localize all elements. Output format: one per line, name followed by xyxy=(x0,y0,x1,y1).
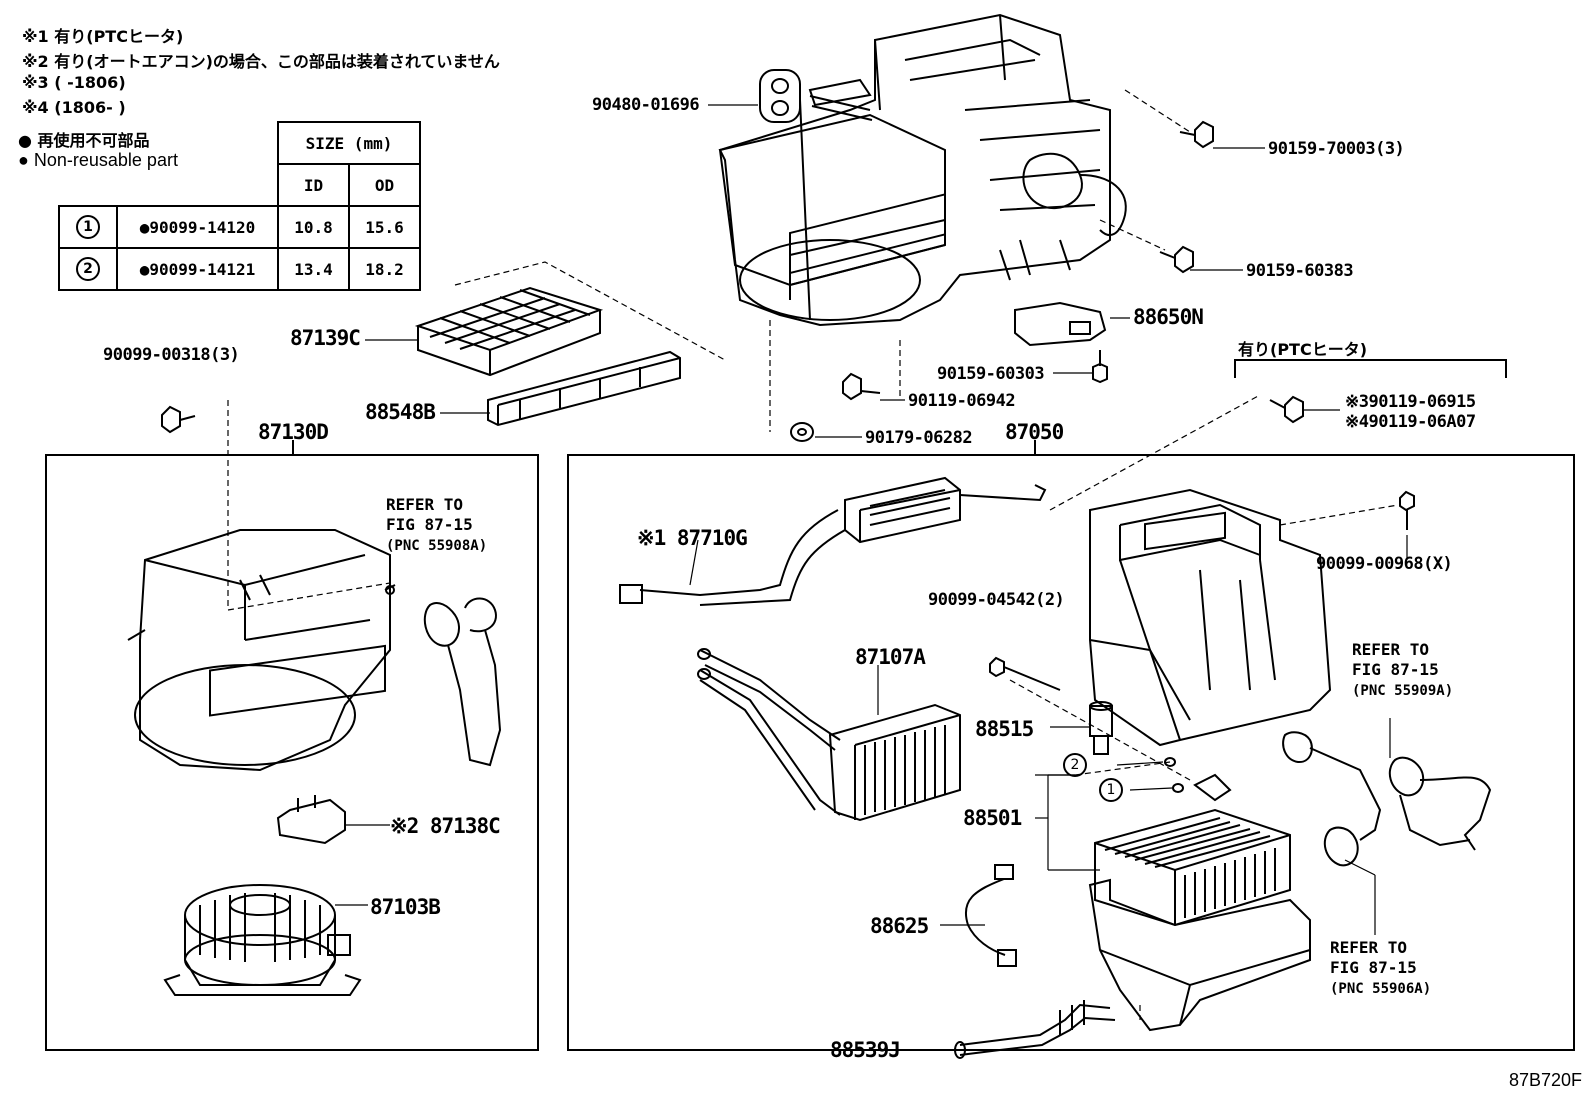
outer-diameter: 18.2 xyxy=(348,247,421,291)
refer-line: REFER TO xyxy=(1352,640,1430,659)
refer-pnc: (PNC 55909A) xyxy=(1352,683,1454,699)
table-row: 2 ●90099-14121 13.4 18.2 xyxy=(58,247,421,291)
blower-case-87130D xyxy=(127,529,396,772)
label-87138C[interactable]: ※2 87138C xyxy=(390,814,501,838)
note-3: ※3 ( -1806) xyxy=(22,73,126,92)
expansion-valve-88515 xyxy=(1089,701,1113,755)
label-90159-60383[interactable]: 90159-60383 xyxy=(1246,261,1354,281)
label-88650N[interactable]: 88650N xyxy=(1133,305,1204,329)
size-header: SIZE (mm) xyxy=(277,121,421,165)
label-87050[interactable]: 87050 xyxy=(1005,420,1064,444)
label-87103B[interactable]: 87103B xyxy=(370,895,441,919)
note-non-reusable-en: ● Non-reusable part xyxy=(18,150,178,170)
ptc-heater-87710G xyxy=(619,476,1047,606)
refer-line: FIG 87-15 xyxy=(1352,660,1439,679)
refer-line: REFER TO xyxy=(1330,938,1408,957)
heater-core-87107A xyxy=(697,648,961,822)
label-87130D[interactable]: 87130D xyxy=(258,420,329,444)
inner-diameter: 13.4 xyxy=(277,247,350,291)
outer-diameter: 15.6 xyxy=(348,205,421,249)
blower-motor-87103B xyxy=(163,884,362,996)
label-90179-06282[interactable]: 90179-06282 xyxy=(865,428,973,448)
note-non-reusable-jp: ● 再使用不可部品 xyxy=(18,131,150,150)
label-90099-00968[interactable]: 90099-00968(X) xyxy=(1316,554,1453,574)
note-4: ※4 (1806- ) xyxy=(22,98,126,117)
label-88539J[interactable]: 88539J xyxy=(830,1038,901,1062)
refer-to-55908A[interactable]: REFER TO FIG 87-15 (PNC 55908A) xyxy=(386,495,487,556)
refer-line: FIG 87-15 xyxy=(1330,958,1417,977)
thermistor-88625 xyxy=(964,864,1017,967)
evaporator-88501 xyxy=(1094,773,1291,927)
assembly-box-87050 xyxy=(567,454,1575,1051)
drain-hose-88539J xyxy=(954,1000,1116,1059)
label-88515[interactable]: 88515 xyxy=(975,717,1034,741)
size-col-od: OD xyxy=(348,163,421,207)
label-90159-60303[interactable]: 90159-60303 xyxy=(937,364,1045,384)
label-90099-04542[interactable]: 90099-04542(2) xyxy=(928,590,1065,610)
o-ring-1 xyxy=(1172,783,1184,793)
label-88501[interactable]: 88501 xyxy=(963,806,1022,830)
refer-pnc: (PNC 55906A) xyxy=(1330,981,1432,997)
label-90119-06915[interactable]: ※390119-06915 xyxy=(1345,392,1476,412)
resistor-87138C xyxy=(276,795,346,845)
refer-to-55909A[interactable]: REFER TO FIG 87-15 (PNC 55909A) xyxy=(1352,640,1453,701)
label-90119-06A07[interactable]: ※490119-06A07 xyxy=(1345,412,1476,432)
label-ptc-header: 有り(PTCヒータ) xyxy=(1238,340,1368,359)
filter-87139C xyxy=(414,286,604,377)
callout-2: 2 xyxy=(1063,753,1087,777)
label-90480-01696[interactable]: 90480-01696 xyxy=(592,95,700,115)
label-87107A[interactable]: 87107A xyxy=(855,645,926,669)
size-table: SIZE (mm) ID OD 1 ●90099-14120 10.8 15.6… xyxy=(58,121,421,291)
heater-case-87050 xyxy=(1089,488,1332,747)
filter-frame-88548B xyxy=(487,350,681,427)
refer-line: REFER TO xyxy=(386,495,464,514)
table-row: 1 ●90099-14120 10.8 15.6 xyxy=(58,205,421,249)
bolts xyxy=(161,120,1415,691)
servo-right-55909A xyxy=(1388,756,1492,851)
label-90119-06942[interactable]: 90119-06942 xyxy=(908,391,1016,411)
label-90159-70003[interactable]: 90159-70003(3) xyxy=(1268,139,1405,159)
connector-88650N xyxy=(1014,301,1107,347)
part-number: ●90099-14121 xyxy=(116,247,279,291)
label-88625[interactable]: 88625 xyxy=(870,914,929,938)
damper-servo-wire xyxy=(423,597,502,767)
lower-case xyxy=(1088,878,1311,1032)
servo-right-55906A xyxy=(1282,731,1382,867)
refer-to-55906A[interactable]: REFER TO FIG 87-15 (PNC 55906A) xyxy=(1330,938,1431,999)
refer-line: FIG 87-15 xyxy=(386,515,473,534)
callout-mark: 1 xyxy=(76,215,100,239)
main-hvac-unit-drawing xyxy=(718,13,1127,327)
note-1: ※1 有り(PTCヒータ) xyxy=(22,27,184,46)
o-ring-2 xyxy=(1164,757,1176,767)
callout-1: 1 xyxy=(1099,778,1123,802)
grommet-90480-01696 xyxy=(759,69,801,123)
note-2: ※2 有り(オートエアコン)の場合、この部品は装着されていません xyxy=(22,52,500,71)
size-col-id: ID xyxy=(277,163,350,207)
refer-pnc: (PNC 55908A) xyxy=(386,538,488,554)
label-87139C[interactable]: 87139C xyxy=(290,326,361,350)
callout-mark: 2 xyxy=(76,257,100,281)
inner-diameter: 10.8 xyxy=(277,205,350,249)
label-88548B[interactable]: 88548B xyxy=(365,400,436,424)
part-number: ●90099-14120 xyxy=(116,205,279,249)
label-90099-00318[interactable]: 90099-00318(3) xyxy=(103,345,240,365)
figure-code: 87B720F xyxy=(1508,1070,1582,1090)
label-87710G[interactable]: ※1 87710G xyxy=(637,526,748,550)
